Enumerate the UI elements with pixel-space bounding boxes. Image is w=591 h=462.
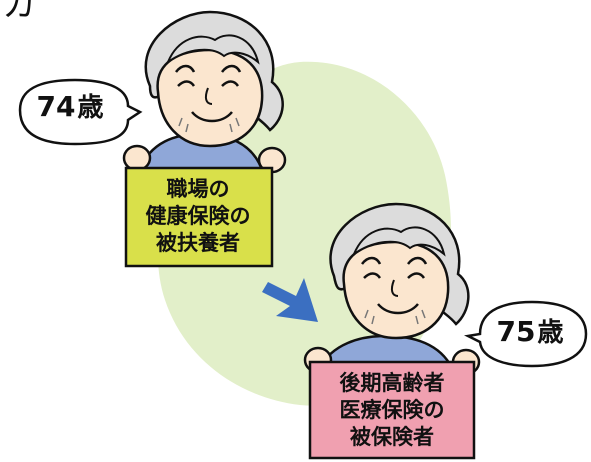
eye [177,80,196,87]
hair-tuft [165,34,260,65]
mouth [191,111,233,123]
face-shape [342,240,450,340]
eye [407,272,426,279]
elderly-person-75 [303,202,481,460]
age-number: 74 [36,90,76,123]
sign-line: 被扶養者 [156,231,240,255]
eye [221,80,240,87]
sign-board-74 [124,166,274,268]
nose [204,87,213,105]
speech-bubble-75 [464,300,588,368]
elderly-person-74 [122,10,287,268]
age-number: 75 [496,315,536,348]
sign-board-75 [308,360,476,460]
left-hand [122,144,152,172]
eye [363,272,382,279]
sign-line: 後期高齢者 [339,371,445,395]
hair-tuft [351,226,446,257]
age-unit: 歳 [537,318,564,348]
eyebrow [361,256,382,265]
sign-line: 被保険者 [350,425,434,449]
beard-stubble [178,117,240,133]
sign-line: 医療保険の [339,398,445,422]
age-label-75: 75歳 [475,315,585,348]
eyebrow [221,64,242,73]
beard-stubble [364,309,426,325]
eyebrow [407,256,428,265]
sign-line: 職場の [166,177,230,201]
nose [390,279,399,297]
mouth [377,303,419,315]
face-shape [156,48,264,148]
top-left-text-fragment: カ [2,0,36,25]
age-unit: 歳 [77,93,104,123]
speech-bubble-74 [18,78,143,146]
age-label-74: 74歳 [15,90,125,123]
sign-text-before: 職場の 健康保険の 被扶養者 [128,176,268,257]
arrow-down-right-icon [262,278,318,322]
eyebrow [175,64,196,73]
sign-text-after: 後期高齢者 医療保険の 被保険者 [313,370,471,451]
sign-line: 健康保険の [145,204,251,228]
